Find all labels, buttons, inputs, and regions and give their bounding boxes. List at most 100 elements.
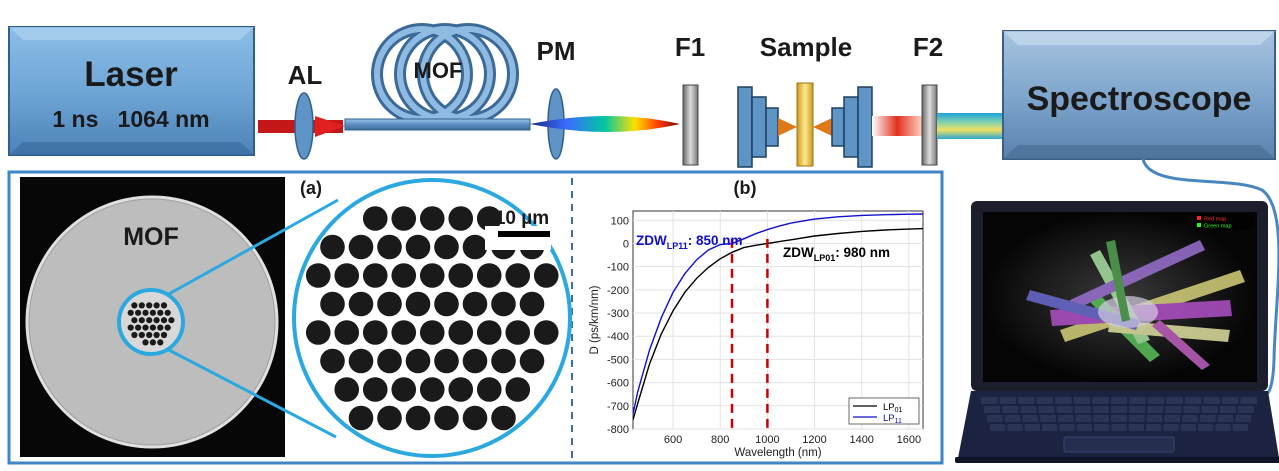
parabolic-mirror-label: PM — [537, 36, 576, 66]
focus-left — [778, 118, 797, 136]
key — [1128, 424, 1144, 431]
sample-slide — [796, 82, 814, 167]
air-hole — [153, 317, 160, 324]
air-hole — [157, 309, 164, 316]
key — [1182, 415, 1198, 422]
air-hole — [519, 348, 545, 374]
air-hole — [448, 263, 474, 288]
air-hole — [491, 291, 516, 317]
legend-label-lp01: LP01 — [883, 402, 903, 414]
air-hole — [391, 377, 417, 402]
green-map-label: Green map — [1204, 224, 1232, 230]
air-hole — [334, 377, 360, 402]
key — [1002, 406, 1019, 413]
air-hole — [491, 348, 516, 374]
air-hole — [377, 405, 402, 431]
air-hole — [405, 291, 431, 317]
air-hole — [334, 320, 360, 345]
x-tick-label: 1600 — [897, 434, 921, 446]
y-tick-label: -100 — [607, 262, 629, 274]
air-hole — [362, 206, 388, 231]
air-hole — [533, 263, 559, 288]
key — [1199, 415, 1216, 422]
air-hole — [448, 377, 474, 402]
air-hole — [153, 302, 160, 309]
mof-image-label: MOF — [123, 223, 179, 251]
key — [1201, 406, 1218, 413]
scale-bar — [498, 231, 550, 237]
air-hole — [160, 331, 168, 339]
chart-legend: LP01 LP11 — [848, 397, 920, 425]
red-map-label: Red map — [1204, 217, 1226, 223]
air-hole — [138, 331, 145, 339]
air-hole — [491, 405, 516, 431]
air-hole — [135, 324, 142, 331]
series-line-lp01 — [633, 227, 923, 420]
spectroscope-title: Spectroscope — [1027, 80, 1252, 118]
key — [1057, 415, 1074, 422]
air-hole — [377, 348, 402, 374]
x-tick-label: 1200 — [802, 434, 826, 446]
key — [1232, 424, 1248, 431]
air-hole — [142, 324, 149, 331]
key — [1111, 424, 1127, 431]
air-hole — [157, 324, 164, 331]
air-hole — [131, 331, 138, 339]
key — [1165, 406, 1182, 413]
sample-label: Sample — [760, 32, 853, 62]
key — [1111, 415, 1127, 422]
air-hole — [149, 339, 156, 346]
air-hole — [160, 317, 168, 324]
mof-fiber-straight — [344, 118, 531, 131]
key — [1198, 424, 1214, 431]
key — [1180, 424, 1196, 431]
filter-2-label: F2 — [913, 32, 943, 62]
scale-bar-label: 10 µm — [495, 208, 549, 229]
key — [1075, 415, 1092, 422]
air-hole — [362, 320, 388, 345]
panel-frame — [7, 170, 944, 465]
key — [1221, 397, 1239, 404]
air-hole — [305, 320, 331, 345]
air-hole — [505, 377, 531, 402]
key — [1074, 406, 1091, 413]
objective-lens-right — [831, 86, 873, 168]
air-hole — [362, 377, 388, 402]
air-hole — [419, 320, 445, 345]
key — [1237, 406, 1254, 413]
key — [1147, 406, 1164, 413]
air-hole — [434, 348, 459, 374]
air-hole — [138, 302, 145, 309]
y-tick-label: 0 — [623, 238, 629, 250]
focus-right — [813, 118, 832, 136]
key — [1217, 415, 1234, 422]
air-hole — [131, 317, 138, 324]
air-hole — [142, 309, 149, 316]
x-axis-label: Wavelength (nm) — [734, 447, 821, 459]
green-map-swatch — [1197, 223, 1201, 227]
y-tick-label: -200 — [607, 285, 629, 297]
key — [1110, 406, 1128, 413]
key — [1092, 397, 1109, 404]
series-line-lp11 — [633, 213, 923, 415]
plot-area — [632, 210, 924, 430]
air-hole — [320, 291, 345, 317]
key — [1059, 424, 1075, 431]
key — [1024, 424, 1040, 431]
supercontinuum-beam — [530, 116, 680, 132]
output-beam — [937, 113, 1005, 139]
air-hole — [419, 263, 445, 288]
key — [1128, 415, 1145, 422]
zdw-lp11-annotation: ZDWLP11: 850 nm — [636, 233, 743, 251]
x-tick-label: 800 — [711, 434, 729, 446]
y-tick-label: -600 — [607, 378, 629, 390]
usb-cable — [1141, 158, 1279, 400]
key — [1018, 397, 1035, 404]
air-hole — [405, 348, 431, 374]
key — [1146, 424, 1162, 431]
key — [1055, 397, 1072, 404]
key — [1007, 424, 1023, 431]
air-hole — [149, 309, 156, 316]
